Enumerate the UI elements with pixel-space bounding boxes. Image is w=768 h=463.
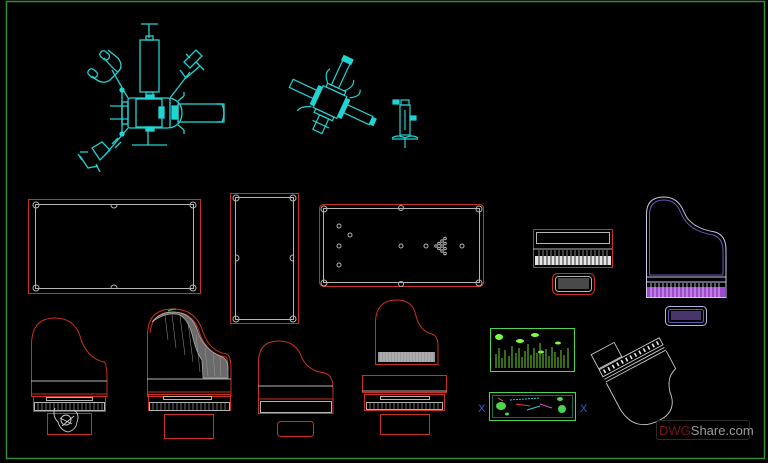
grand-piano-with-player[interactable] [31, 317, 108, 435]
grand-piano-lid-and-bench[interactable] [362, 299, 447, 435]
billiard-table-with-balls[interactable] [319, 204, 484, 287]
aquarium-elevation[interactable] [490, 328, 575, 372]
baby-grand-piano[interactable] [258, 340, 334, 437]
watermark: DWGShare.com [656, 420, 754, 440]
drawing-border [5, 0, 766, 460]
aquarium-plan[interactable] [489, 392, 576, 421]
exercise-station-4-way[interactable] [77, 23, 225, 173]
grand-piano-violet[interactable] [646, 196, 727, 326]
grand-piano-rotated[interactable] [590, 323, 693, 434]
billiard-table-large[interactable] [28, 199, 201, 294]
aquarium-marker-left: X [478, 403, 486, 415]
watermark-share: Share.com [690, 423, 754, 438]
barbell-bench-small[interactable] [391, 99, 419, 148]
upright-keyboard-with-bench[interactable] [533, 229, 613, 295]
grand-piano-open-lid[interactable] [147, 308, 232, 439]
aquarium-marker-right: X [580, 403, 588, 415]
billiard-table-vertical[interactable] [230, 193, 299, 324]
exercise-station-rotated[interactable] [278, 40, 395, 151]
watermark-dwg: DWG [659, 423, 691, 438]
